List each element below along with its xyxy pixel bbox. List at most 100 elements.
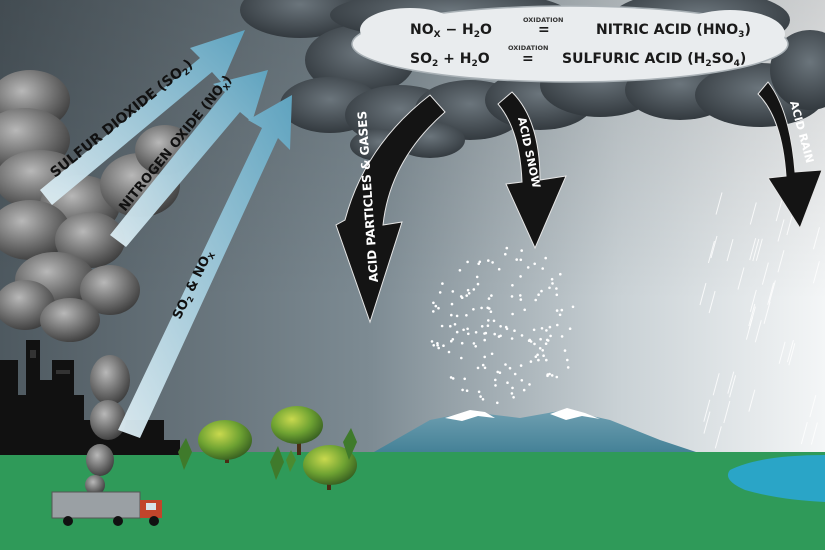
rain-streak xyxy=(715,192,723,215)
snow-flake xyxy=(432,301,435,305)
snow-flake xyxy=(462,328,465,332)
rain-streak xyxy=(707,240,715,264)
snow-flake xyxy=(437,306,440,310)
snow-flake xyxy=(526,266,530,269)
rain-streak xyxy=(810,422,818,445)
snow-flake xyxy=(513,329,516,333)
rain-streak xyxy=(726,239,734,262)
snow-flake xyxy=(556,323,559,327)
rain-streak xyxy=(775,199,783,222)
snow-flake xyxy=(506,381,509,385)
snow-flake xyxy=(522,388,526,392)
snow-flake xyxy=(555,375,559,379)
snow-flake xyxy=(474,345,478,348)
rain-streak xyxy=(800,421,808,445)
snow-flake xyxy=(481,398,485,401)
snow-flake xyxy=(551,282,554,285)
snow-flake xyxy=(523,308,526,312)
emission-arrow-nitrogen xyxy=(110,70,268,247)
snow-flake xyxy=(541,349,544,352)
snow-flake xyxy=(436,342,439,345)
snow-flake xyxy=(496,401,499,405)
snow-flake xyxy=(463,377,467,381)
snow-flake xyxy=(453,323,457,326)
snow-flake xyxy=(541,267,544,270)
snow-flake xyxy=(545,329,548,332)
snow-flake xyxy=(483,338,487,342)
snow-flake xyxy=(450,302,454,306)
rain-streak xyxy=(749,289,757,312)
snow-flake xyxy=(519,298,523,301)
rain-streak xyxy=(748,303,756,327)
snow-flake xyxy=(430,340,434,343)
rain-streak xyxy=(729,375,737,398)
arrow-acid-rain xyxy=(757,81,823,230)
snow-flake xyxy=(460,341,464,345)
emission-arrow-sulfur xyxy=(40,30,245,205)
snow-flake xyxy=(511,312,514,316)
snow-flake xyxy=(493,332,497,336)
snow-flake xyxy=(492,319,496,323)
snow-flake xyxy=(539,337,542,341)
rain-streak xyxy=(763,301,771,324)
snow-flake xyxy=(559,272,562,276)
snow-flake xyxy=(440,324,444,328)
snow-flake xyxy=(505,246,509,250)
equation-cloud xyxy=(351,5,789,83)
snow-flake xyxy=(466,260,469,264)
snow-flake xyxy=(472,342,476,345)
snow-flake xyxy=(487,297,491,300)
snow-flake xyxy=(510,392,514,395)
snow-flake xyxy=(483,332,486,335)
snow-flake xyxy=(519,294,522,297)
emission-arrow-mixed xyxy=(118,95,292,438)
rain-streak xyxy=(714,426,722,449)
snow-flake xyxy=(555,309,559,312)
snow-flake xyxy=(515,258,518,261)
snow-flake xyxy=(480,306,483,310)
equation-sulfuric: SO2 + H2O xyxy=(410,51,490,69)
snow-flake xyxy=(472,288,476,291)
snow-flake xyxy=(458,269,462,272)
mountains xyxy=(360,408,720,460)
snow-flake xyxy=(465,294,469,297)
snow-flake xyxy=(465,389,469,393)
rain-streak xyxy=(749,238,757,261)
snow-flake xyxy=(519,275,522,278)
snow-flake xyxy=(449,324,452,328)
snow-flake xyxy=(479,395,482,398)
rain-streak xyxy=(727,371,735,394)
rain-streak xyxy=(752,238,760,262)
snow-flake xyxy=(545,358,548,362)
snow-flake xyxy=(555,287,558,290)
snow-flake xyxy=(571,305,575,309)
snow-flake xyxy=(486,306,490,310)
arrow-acid-snow xyxy=(497,91,567,250)
rain-streak xyxy=(768,280,776,303)
snow-flake xyxy=(545,338,549,342)
snow-flake xyxy=(544,342,548,346)
equation-nitric: NOX − H2O xyxy=(410,22,492,40)
rain-streak xyxy=(737,267,745,290)
snow-flake xyxy=(477,262,481,266)
snow-flake xyxy=(487,259,490,262)
snow-flake xyxy=(512,396,515,399)
snow-flake xyxy=(519,364,523,367)
snow-flake xyxy=(520,379,524,382)
snow-flake xyxy=(533,342,536,346)
equation-sulfuric-process: OXIDATION xyxy=(508,44,548,52)
snow-flake xyxy=(478,260,482,264)
rain-streak xyxy=(786,212,794,236)
snow-flake xyxy=(477,390,481,394)
rain-streak xyxy=(812,227,820,250)
snow-flake xyxy=(537,293,540,297)
rain-streak xyxy=(703,399,711,422)
snow-flake xyxy=(534,298,537,302)
snow-flake xyxy=(513,372,517,376)
snow-flake xyxy=(504,363,507,366)
snow-flake xyxy=(544,256,547,260)
snow-flake xyxy=(546,373,549,376)
snow-flake xyxy=(475,275,479,279)
rain-streak xyxy=(699,282,707,306)
snow-flake xyxy=(465,314,468,317)
